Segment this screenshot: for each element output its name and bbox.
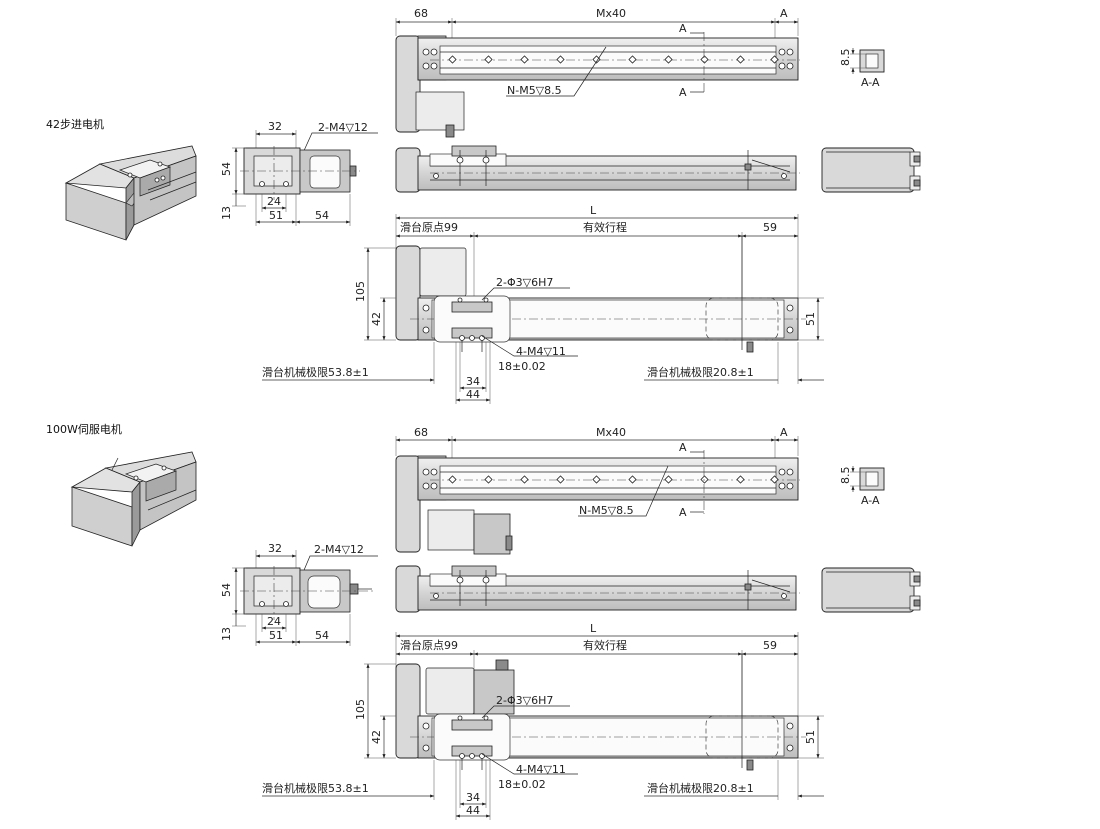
- hole-callout: N-M5▽8.5: [507, 84, 562, 97]
- motor-housing: [395, 455, 421, 553]
- tolerance: 18±0.02: [498, 778, 546, 791]
- section-view: 8.5 A-A: [839, 48, 885, 89]
- dim-origin: 滑台原点99: [400, 220, 458, 234]
- right-end-view: [821, 567, 921, 613]
- dim-42: 42: [370, 312, 383, 326]
- dim-51: 51: [269, 209, 283, 222]
- front-view: L 滑台原点99 有效行程 59: [262, 622, 824, 820]
- dim-51: 51: [269, 629, 283, 642]
- dim-59: 59: [763, 221, 777, 234]
- dim-54-vertical: 54: [220, 583, 233, 597]
- section-mark-top: A: [679, 22, 687, 35]
- motor-front: [425, 667, 475, 715]
- limit-right: 滑台机械极限20.8±1: [647, 365, 754, 379]
- dim-51-front: 51: [804, 312, 817, 326]
- dim-32: 32: [268, 120, 282, 133]
- dim-68: 68: [414, 426, 428, 439]
- top-view: 68 Mx40 A: [395, 426, 800, 555]
- section-label: A-A: [861, 494, 880, 507]
- dim-54: 54: [315, 209, 329, 222]
- section-42-stepper: 42步进电机 68 Mx40 A: [46, 7, 921, 404]
- side-view: [395, 565, 800, 613]
- tap-callout: 4-M4▽11: [516, 763, 566, 776]
- front-view: L 滑台原点99 有效行程 59: [262, 204, 824, 404]
- section-mark-bottom: A: [679, 506, 687, 519]
- dim-34: 34: [466, 791, 480, 804]
- pin-callout: 2-Φ3▽6H7: [496, 694, 553, 707]
- dim-l: L: [590, 204, 597, 217]
- dim-13: 13: [220, 206, 233, 220]
- pin-callout: 2-Φ3▽6H7: [496, 276, 553, 289]
- dim-59: 59: [763, 639, 777, 652]
- motor-front: [419, 247, 467, 297]
- dim-origin: 滑台原点99: [400, 638, 458, 652]
- section-title: 100W伺服电机: [46, 422, 122, 436]
- dim-24: 24: [267, 195, 281, 208]
- dim-a: A: [780, 7, 788, 20]
- dim-l: L: [590, 622, 597, 635]
- motor-end-view: 32 2-M4▽12 54 13 24: [220, 542, 378, 646]
- dim-105: 105: [354, 281, 367, 302]
- end-hole-callout: 2-M4▽12: [318, 121, 368, 134]
- dim-44: 44: [466, 804, 480, 817]
- dim-34: 34: [466, 375, 480, 388]
- side-view: [395, 145, 800, 193]
- limit-right: 滑台机械极限20.8±1: [647, 781, 754, 795]
- dim-105: 105: [354, 699, 367, 720]
- limit-left: 滑台机械极限53.8±1: [262, 781, 369, 795]
- dim-51-front: 51: [804, 730, 817, 744]
- dim-a: A: [780, 426, 788, 439]
- limit-left: 滑台机械极限53.8±1: [262, 365, 369, 379]
- motor-body: [415, 91, 465, 131]
- top-view: 68 Mx40 A: [395, 7, 800, 138]
- dim-68: 68: [414, 7, 428, 20]
- section-label: A-A: [861, 76, 880, 89]
- motor-housing: [395, 35, 421, 133]
- section-dim: 8.5: [839, 49, 852, 67]
- dim-32: 32: [268, 542, 282, 555]
- dim-13: 13: [220, 627, 233, 641]
- motor-end-view: 32 2-M4▽12 54 13 24: [220, 120, 378, 226]
- dim-54: 54: [315, 629, 329, 642]
- right-end-view: [821, 147, 921, 193]
- section-mark-bottom: A: [679, 86, 687, 99]
- dim-54-vertical: 54: [220, 162, 233, 176]
- dim-24: 24: [267, 615, 281, 628]
- dim-stroke: 有效行程: [583, 220, 627, 234]
- dim-44: 44: [466, 388, 480, 401]
- motor-body: [427, 509, 475, 551]
- section-dim: 8.5: [839, 467, 852, 485]
- section-view: 8.5 A-A: [839, 466, 885, 507]
- tap-callout: 4-M4▽11: [516, 345, 566, 358]
- section-100w-servo: 100W伺服电机 68 Mx40 A: [46, 422, 921, 820]
- product-image: [70, 451, 197, 547]
- dim-pitch: Mx40: [596, 7, 626, 20]
- dim-42: 42: [370, 730, 383, 744]
- dim-stroke: 有效行程: [583, 638, 627, 652]
- tolerance: 18±0.02: [498, 360, 546, 373]
- dim-pitch: Mx40: [596, 426, 626, 439]
- section-title: 42步进电机: [46, 117, 104, 131]
- section-mark-top: A: [679, 441, 687, 454]
- end-hole-callout: 2-M4▽12: [314, 543, 364, 556]
- hole-callout: N-M5▽8.5: [579, 504, 634, 517]
- product-image: [64, 145, 197, 241]
